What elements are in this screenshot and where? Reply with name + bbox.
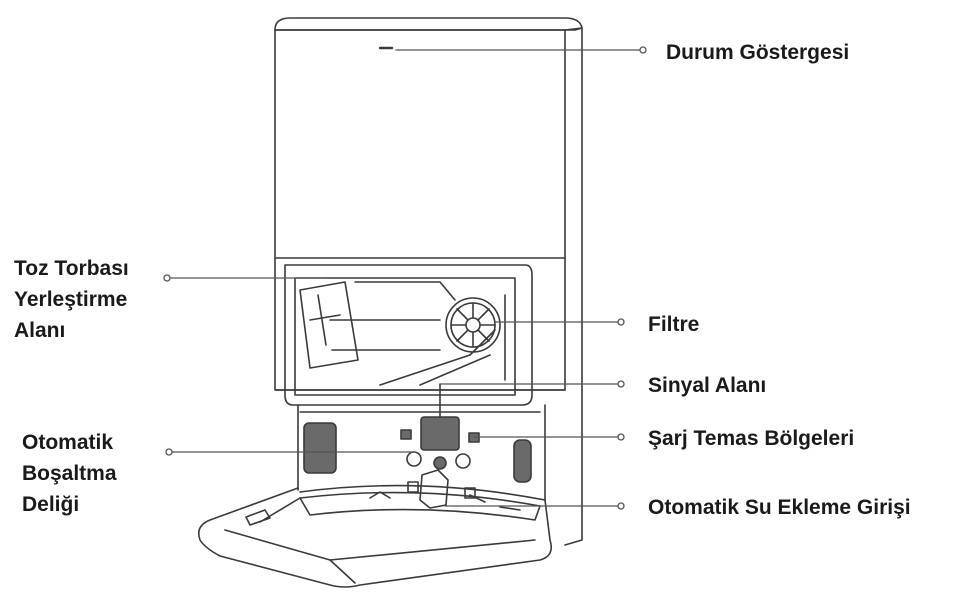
- signal-area: [420, 416, 460, 451]
- label-dust-bag-area: Toz Torbası Yerleştirme Alanı: [14, 253, 129, 346]
- dock-base-tray: [197, 469, 553, 588]
- label-dust-bag-line3: Alanı: [14, 319, 66, 342]
- leader-lines: [163, 46, 647, 510]
- filter-icon: [445, 297, 501, 353]
- label-auto-empty-line1: Otomatik: [22, 431, 114, 454]
- dock-lower-body: [297, 404, 546, 501]
- label-dust-bag-line1: Toz Torbası: [14, 257, 129, 280]
- auto-empty-port: [303, 422, 337, 474]
- label-auto-empty-line2: Boşaltma: [22, 462, 117, 485]
- dust-bag-compartment: [284, 264, 533, 406]
- label-auto-empty-port: Otomatik Boşaltma Deliği: [22, 427, 117, 520]
- label-filter: Filtre: [648, 313, 700, 336]
- label-status-indicator: Durum Göstergesi: [666, 41, 850, 64]
- label-signal-area: Sinyal Alanı: [648, 374, 767, 397]
- label-auto-empty-line3: Deliği: [22, 493, 80, 516]
- label-auto-water-inlet: Otomatik Su Ekleme Girişi: [648, 496, 911, 519]
- right-evacuation-slot: [513, 439, 532, 483]
- dock-tower: [274, 17, 583, 546]
- label-charging-contacts: Şarj Temas Bölgeleri: [648, 427, 855, 450]
- label-dust-bag-line2: Yerleştirme: [14, 288, 128, 311]
